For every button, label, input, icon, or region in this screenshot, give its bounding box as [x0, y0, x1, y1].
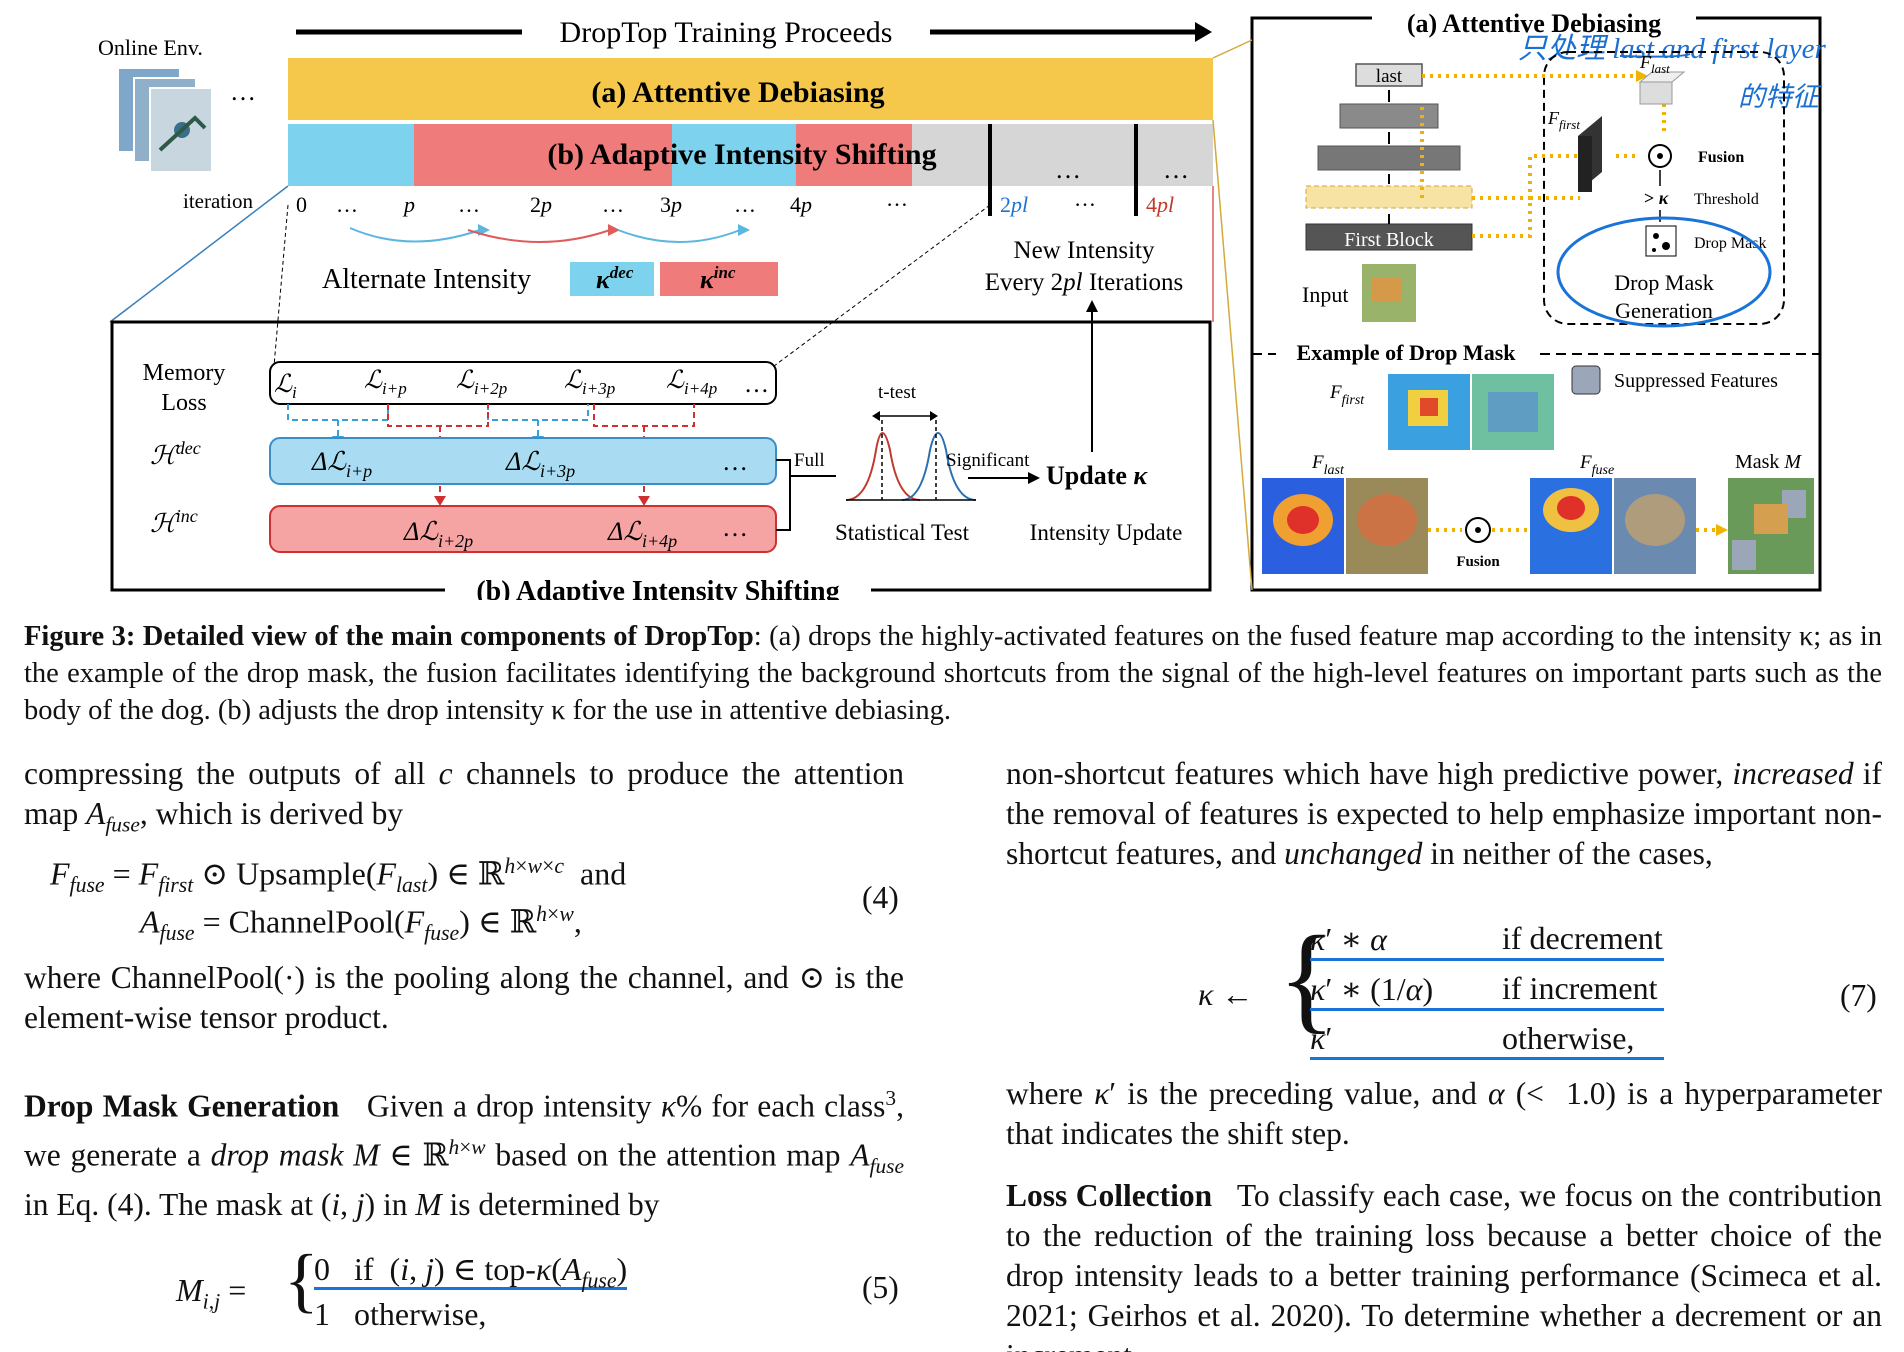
memory-loss-line1: Memory	[143, 360, 226, 386]
iteration-ticks: 0 … p … 2p … 3p … 4p … 2pl … 4pl	[296, 186, 1174, 217]
loss-collection-heading: Loss Collection	[1006, 1178, 1213, 1213]
svg-text:4pl: 4pl	[1146, 192, 1174, 217]
svg-text:…: …	[734, 192, 756, 217]
drop-mask-gen-2: Generation	[1615, 298, 1713, 323]
panel-a-title: (a) Attentive Debiasing	[1407, 9, 1661, 38]
svg-text:…: …	[722, 447, 748, 476]
svg-text:2pl: 2pl	[1000, 192, 1028, 217]
bar-b-label: (b) Adaptive Intensity Shifting	[547, 138, 936, 171]
svg-text:…: …	[1055, 155, 1081, 184]
svg-text:ℒi+3p: ℒi+3p	[564, 367, 615, 398]
example-f-fuse: Ffuse	[1579, 452, 1614, 478]
svg-text:…: …	[602, 192, 624, 217]
left-p3: Drop Mask Generation Given a drop intens…	[24, 1086, 905, 1223]
svg-text:…: …	[458, 192, 480, 217]
svg-text:2p: 2p	[530, 192, 552, 217]
iteration-label: iteration	[183, 189, 253, 213]
bar-a-label: (a) Attentive Debiasing	[591, 76, 884, 109]
significant-label: Significant	[946, 450, 1030, 471]
last-label: last	[1376, 66, 1403, 87]
full-label: Full	[794, 450, 825, 471]
loss-collection-text: To classify each case, we focus on the c…	[1006, 1178, 1882, 1352]
example-f-first: Ffirst	[1329, 382, 1365, 408]
training-arrow-label: DropTop Training Proceeds	[560, 16, 893, 49]
bar-attentive-debiasing	[288, 58, 1213, 120]
threshold-symbol: > κ	[1644, 188, 1669, 208]
example-title: Example of Drop Mask	[1297, 340, 1517, 365]
svg-text:…: …	[1074, 186, 1096, 211]
equation-5-number: (5)	[862, 1270, 899, 1305]
mask-m-label: Mask M	[1735, 451, 1802, 473]
svg-text:…: …	[886, 186, 908, 211]
panel-b-title: (b) Adaptive Intensity Shifting	[476, 576, 839, 600]
svg-text:0: 0	[296, 192, 307, 217]
fusion-label-top: Fusion	[1698, 149, 1744, 166]
svg-text:p: p	[402, 192, 415, 217]
handwritten-note-1: 只处理 last and first layer	[1518, 33, 1826, 65]
online-env-images	[117, 67, 213, 173]
statistical-test: Statistical Test	[835, 520, 970, 545]
equation-4-number: (4)	[862, 880, 899, 915]
t-test-label: t-test	[878, 382, 917, 403]
handwritten-note-2: 的特征	[1738, 82, 1823, 112]
update-kappa: Update κ	[1046, 461, 1148, 490]
svg-text:…: …	[744, 371, 769, 398]
svg-text:3p: 3p	[660, 192, 682, 217]
svg-text:ℒi: ℒi	[274, 371, 297, 402]
equation-7-number: (7)	[1840, 978, 1877, 1013]
h-dec-label: ℋdec	[150, 438, 201, 470]
caption-label: Figure 3: Detailed view of the main comp…	[24, 621, 754, 652]
online-env-dots: …	[230, 77, 256, 106]
input-label: Input	[1302, 282, 1348, 307]
svg-text:…: …	[1163, 155, 1189, 184]
figure-caption: Figure 3: Detailed view of the main comp…	[24, 618, 1882, 729]
memory-loss-line2: Loss	[161, 390, 206, 416]
svg-text:…: …	[336, 192, 358, 217]
svg-text:4p: 4p	[790, 192, 812, 217]
suppressed-features: Suppressed Features	[1614, 370, 1778, 392]
threshold-label: Threshold	[1694, 191, 1759, 208]
figure-3: Online Env. … DropTop Training Proceeds …	[98, 8, 1826, 600]
equation-4-line2: Afuse = ChannelPool(Ffuse) ∈ ℝh×w,	[140, 902, 582, 946]
caption-text: : (a) drops the highly-activated feature…	[24, 621, 1882, 726]
left-p1: compressing the outputs of all c channel…	[24, 756, 904, 837]
first-block-label: First Block	[1344, 229, 1433, 251]
example-f-last: Flast	[1311, 452, 1345, 478]
new-intensity-line2: Every 2pl Iterations	[985, 269, 1184, 296]
right-p1: non-shortcut features which have high pr…	[1006, 756, 1883, 871]
svg-text:…: …	[722, 513, 748, 542]
drop-mask-heading: Drop Mask Generation	[24, 1088, 340, 1124]
fusion-label-bottom: Fusion	[1456, 554, 1500, 570]
bar-adaptive-intensity: … …	[288, 124, 1213, 216]
alternate-intensity-label: Alternate Intensity	[322, 264, 531, 295]
online-env-label: Online Env.	[98, 35, 203, 60]
f-first-label: Ffirst	[1547, 108, 1580, 132]
right-p2: where κ′ is the preceding value, and α (…	[1006, 1076, 1883, 1151]
right-p3: Loss Collection To classify each case, w…	[1006, 1176, 1882, 1352]
drop-mask-gen-1: Drop Mask	[1614, 270, 1714, 295]
h-inc-label: ℋinc	[150, 506, 198, 538]
equation-4-line1: Ffuse = Ffirst ⊙ Upsample(Flast) ∈ ℝh×w×…	[50, 854, 627, 898]
new-intensity-line1: New Intensity	[1014, 237, 1155, 264]
left-p2: where ChannelPool(·) is the pooling alon…	[24, 960, 904, 1035]
intensity-update: Intensity Update	[1030, 520, 1183, 545]
